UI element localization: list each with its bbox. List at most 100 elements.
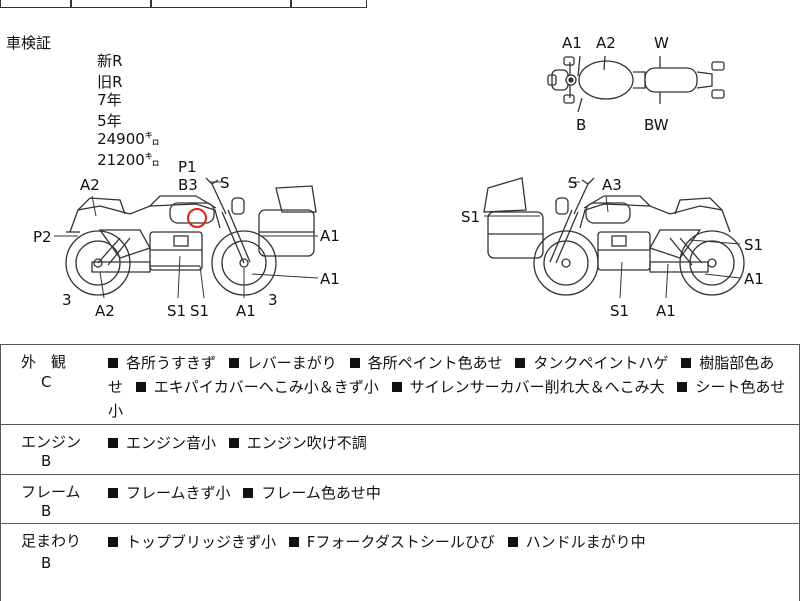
old-years: 5年 xyxy=(97,112,122,130)
condition-item-text: エンジン音小 xyxy=(126,434,217,452)
square-bullet-icon xyxy=(108,537,118,547)
square-bullet-icon xyxy=(349,358,360,368)
strip-cell xyxy=(290,0,367,8)
condition-items: エンジン音小 エンジン吹け不調 xyxy=(108,431,788,455)
top-b-label: B xyxy=(576,116,586,134)
condition-exterior: 外 観 C 各所うすきず レバーまがり 各所ペイント色あせ タンクペイントハゲ … xyxy=(0,344,800,425)
condition-item: 各所うすきず xyxy=(108,354,216,372)
right-s-label: S xyxy=(568,174,578,192)
condition-item: エンジン音小 xyxy=(108,434,216,452)
condition-items: フレームきず小 フレーム色あせ中 xyxy=(108,481,788,505)
condition-items: 各所うすきず レバーまがり 各所ペイント色あせ タンクペイントハゲ 樹脂部色あせ… xyxy=(108,351,788,423)
right-view-motorcycle xyxy=(483,177,745,296)
condition-item: トップブリッジきず小 xyxy=(108,533,276,551)
condition-item: レバーまがり xyxy=(228,354,337,372)
square-bullet-icon xyxy=(507,537,518,547)
condition-item-text: タンクペイントハゲ xyxy=(533,354,669,372)
inspection-title: 車検証 xyxy=(6,34,52,52)
condition-item: シート色あせ小 xyxy=(108,378,785,420)
left-a2-top-label: A2 xyxy=(80,176,100,194)
left-s-label: S xyxy=(220,174,230,192)
condition-category: 足まわり xyxy=(21,532,82,550)
right-a1-bottom-label: A1 xyxy=(656,302,676,320)
condition-item: フレーム色あせ中 xyxy=(243,484,381,502)
motorcycle-diagrams: A1 A2 W B BW P1 B3 S A2 P2 A1 A1 3 A2 S1… xyxy=(33,34,764,320)
condition-item-text: サイレンサーカバー削れ大＆へこみ大 xyxy=(409,378,665,396)
condition-item-text: フレーム色あせ中 xyxy=(261,484,381,502)
condition-item-text: シート色あせ小 xyxy=(108,378,786,420)
square-bullet-icon xyxy=(108,358,118,368)
condition-grade: B xyxy=(41,554,52,572)
left-3-right-label: 3 xyxy=(268,291,278,309)
square-bullet-icon xyxy=(108,488,118,498)
condition-category: エンジン xyxy=(21,433,82,451)
square-bullet-icon xyxy=(288,537,299,547)
top-a1-label: A1 xyxy=(562,34,582,52)
left-b3-label: B3 xyxy=(178,176,198,194)
condition-items: トップブリッジきず小 Fフォークダストシールひび ハンドルまがり中 xyxy=(108,530,788,554)
new-km: 24900㌔ xyxy=(97,130,160,148)
condition-grade: B xyxy=(41,502,52,520)
left-a1-right-label: A1 xyxy=(320,270,340,288)
square-bullet-icon xyxy=(243,488,254,498)
condition-item-text: 樹脂部色あせ xyxy=(108,354,775,396)
condition-item: Fフォークダストシールひび xyxy=(288,533,495,551)
condition-frame: フレーム B フレームきず小 フレーム色あせ中 xyxy=(0,474,800,524)
left-p1-label: P1 xyxy=(178,158,197,176)
left-a1-bottom-label: A1 xyxy=(236,302,256,320)
left-a1-top-label: A1 xyxy=(320,227,340,245)
damage-mark-circle xyxy=(187,208,207,228)
square-bullet-icon xyxy=(135,382,146,392)
old-label: 旧R xyxy=(97,73,123,91)
condition-item: 樹脂部色あせ xyxy=(108,354,774,396)
condition-item: エンジン吹け不調 xyxy=(228,434,367,452)
left-a2-bottom-label: A2 xyxy=(95,302,115,320)
left-view-motorcycle xyxy=(65,177,317,296)
condition-grade: B xyxy=(41,452,52,470)
right-s1-bottom-label: S1 xyxy=(610,302,629,320)
top-w-label: W xyxy=(654,34,669,52)
new-years: 7年 xyxy=(97,91,122,109)
square-bullet-icon xyxy=(108,438,118,448)
condition-item-text: エンジン吹け不調 xyxy=(246,434,367,452)
left-3-label: 3 xyxy=(62,291,72,309)
new-label: 新R xyxy=(97,52,123,70)
top-a2-label: A2 xyxy=(596,34,616,52)
square-bullet-icon xyxy=(391,382,402,392)
condition-suspension: 足まわり B トップブリッジきず小 Fフォークダストシールひび ハンドルまがり中 xyxy=(0,523,800,601)
left-p2-label: P2 xyxy=(33,228,52,246)
right-a3-label: A3 xyxy=(602,176,622,194)
condition-item-text: 各所うすきず xyxy=(126,354,217,372)
condition-item: タンクペイントハゲ xyxy=(515,354,668,372)
square-bullet-icon xyxy=(228,438,239,448)
condition-item: ハンドルまがり中 xyxy=(507,533,646,551)
top-view-motorcycle xyxy=(547,55,725,113)
condition-item-text: フレームきず小 xyxy=(126,484,231,502)
inspection-new-row: 新R 7年 24900㌔ xyxy=(78,32,160,167)
condition-category: 外 観 xyxy=(21,353,67,371)
condition-item-text: エキパイカバーへこみ小＆きず小 xyxy=(153,378,379,396)
right-s1-left-label: S1 xyxy=(461,208,480,226)
condition-item-text: 各所ペイント色あせ xyxy=(367,354,503,372)
condition-item-text: Fフォークダストシールひび xyxy=(306,533,495,551)
condition-item: フレームきず小 xyxy=(108,484,231,502)
left-s1-a-label: S1 xyxy=(167,302,186,320)
top-bw-label: BW xyxy=(644,116,669,134)
condition-item-text: ハンドルまがり中 xyxy=(525,533,646,551)
condition-engine: エンジン B エンジン音小 エンジン吹け不調 xyxy=(0,424,800,475)
condition-item: サイレンサーカバー削れ大＆へこみ大 xyxy=(391,378,665,396)
inspection-old-row: 旧R 5年 21200㌔ xyxy=(78,53,160,188)
square-bullet-icon xyxy=(228,358,239,368)
square-bullet-icon xyxy=(515,358,526,368)
old-km: 21200㌔ xyxy=(97,151,160,169)
condition-item-text: レバーまがり xyxy=(246,354,337,372)
strip-cell xyxy=(70,0,152,8)
condition-item-text: トップブリッジきず小 xyxy=(126,533,277,551)
square-bullet-icon xyxy=(681,358,692,368)
left-s1-b-label: S1 xyxy=(190,302,209,320)
square-bullet-icon xyxy=(677,382,688,392)
strip-cell xyxy=(150,0,292,8)
right-s1-right-label: S1 xyxy=(744,236,763,254)
top-table-strip xyxy=(0,0,800,8)
right-a1-right-label: A1 xyxy=(744,270,764,288)
